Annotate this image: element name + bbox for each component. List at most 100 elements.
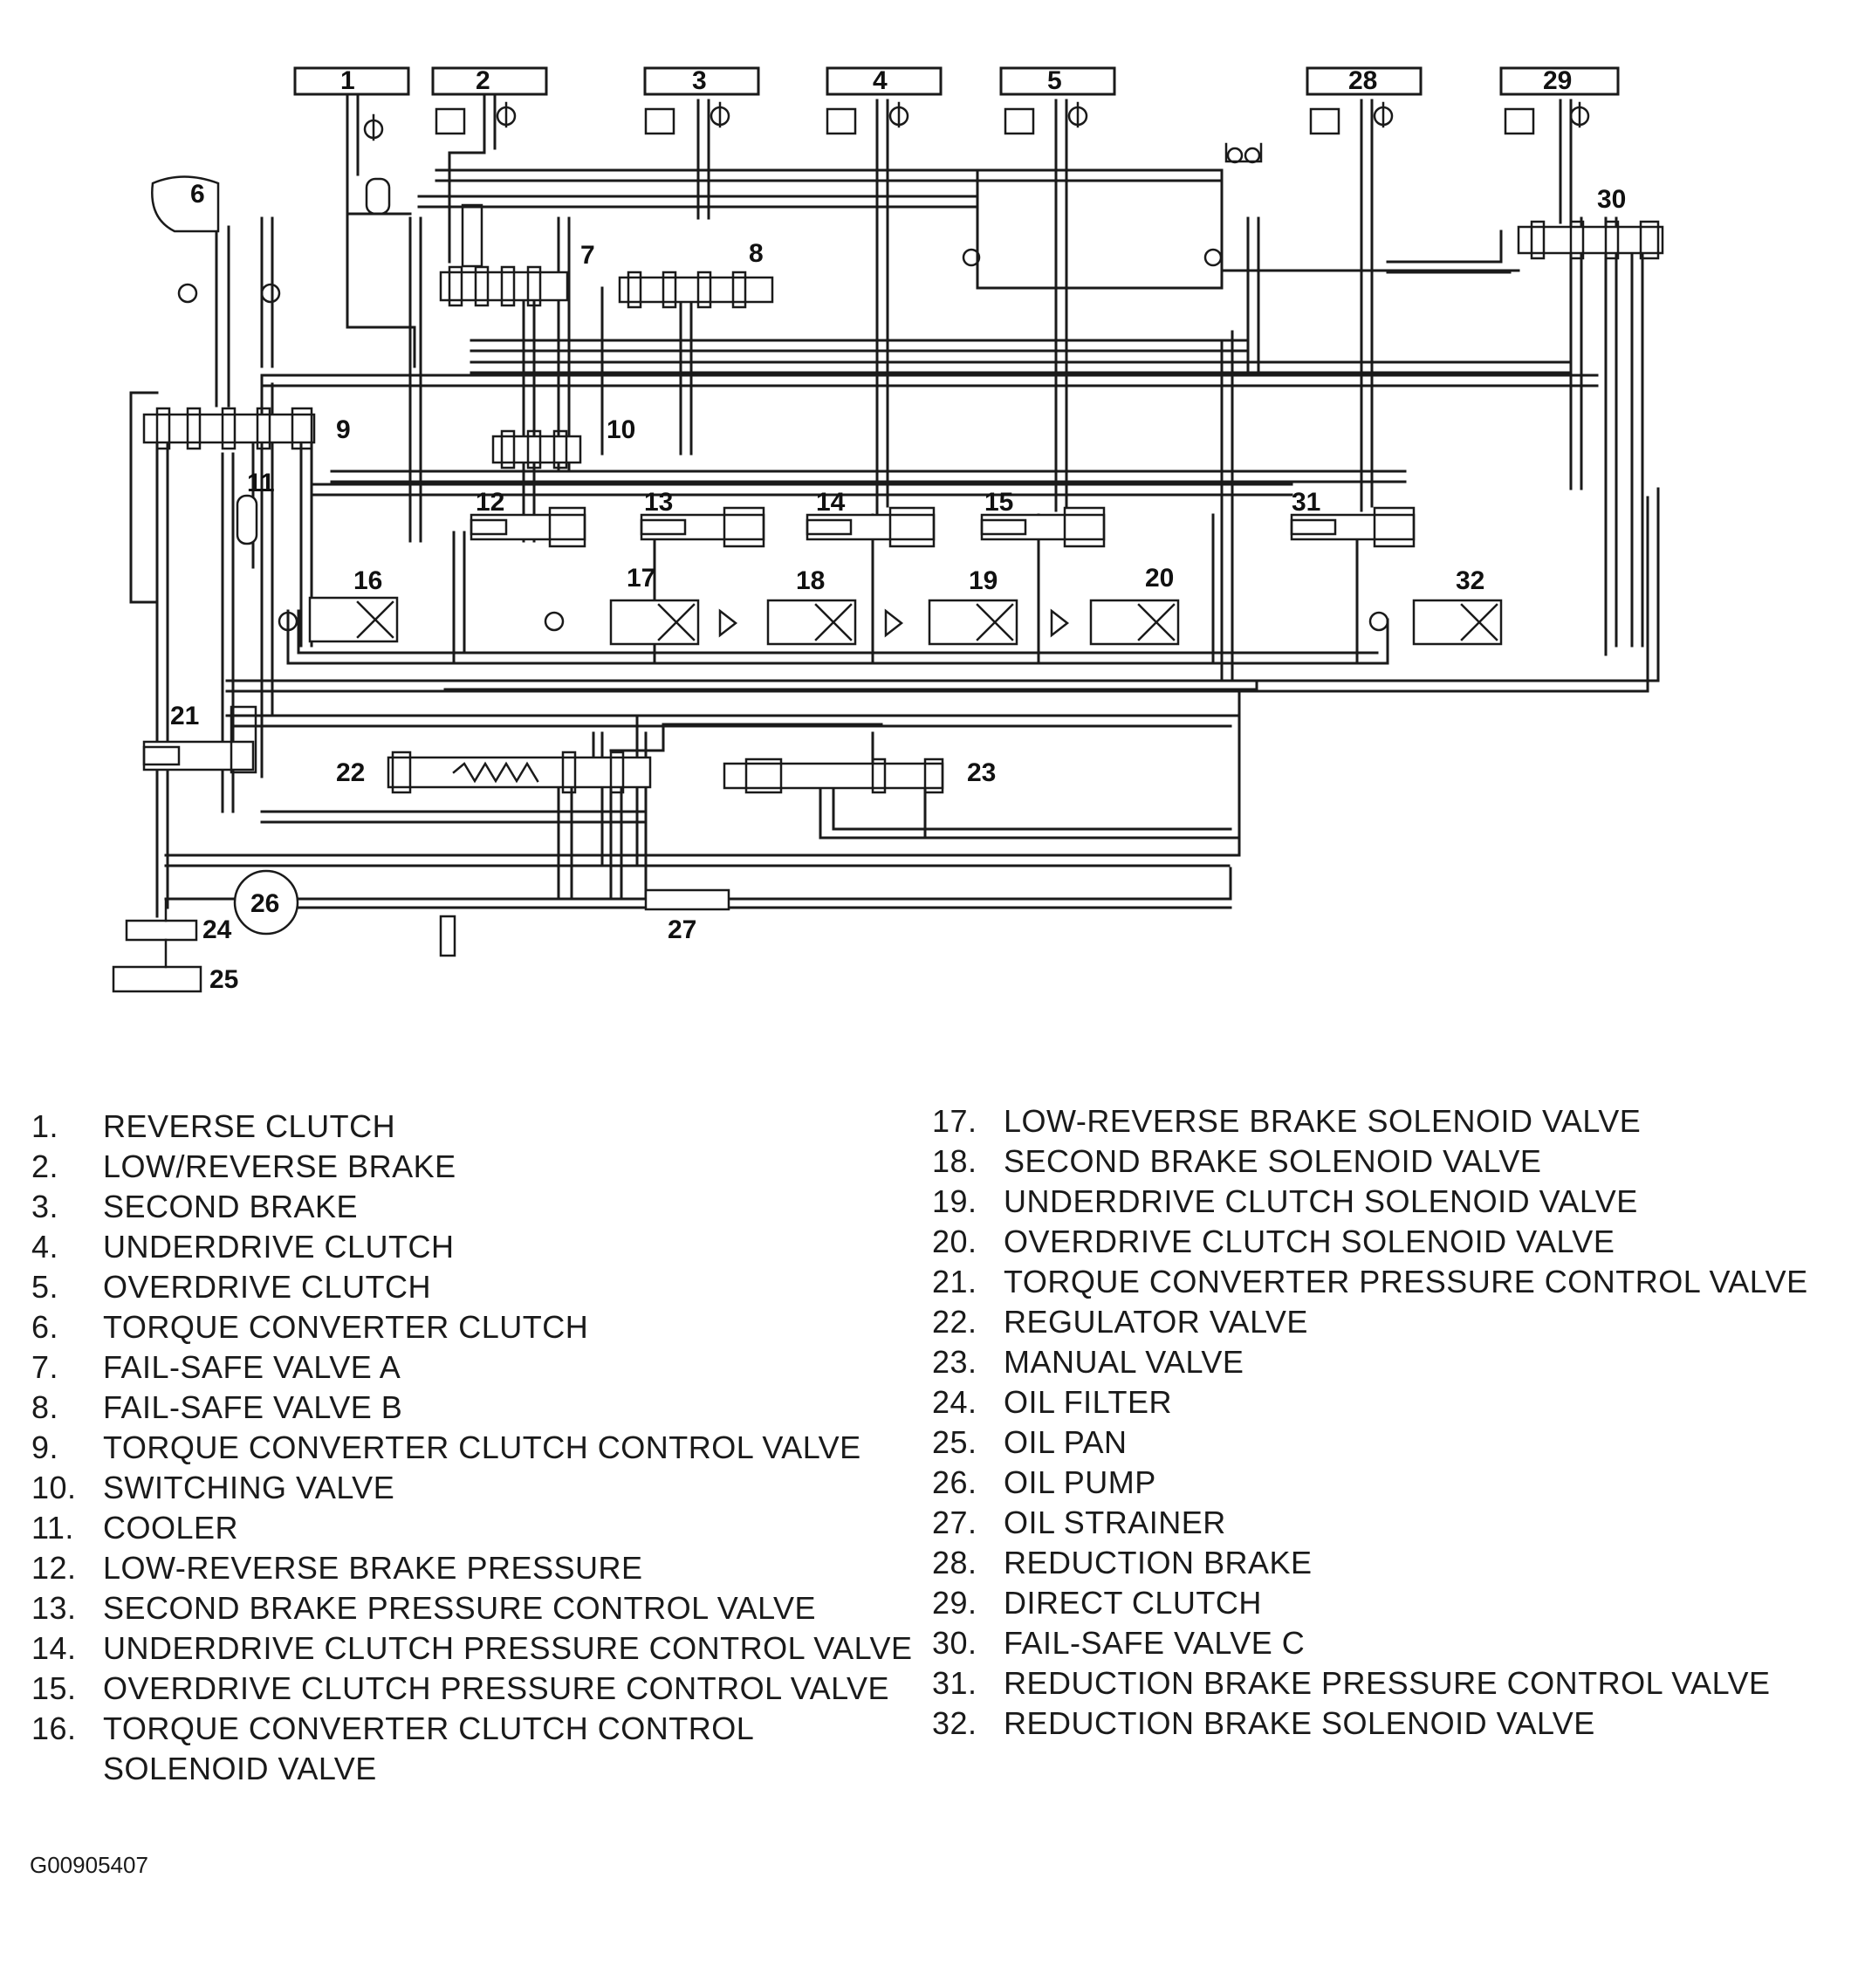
callout-23: 23	[967, 758, 996, 787]
legend-item: 12. LOW-REVERSE BRAKE PRESSURE	[31, 1548, 913, 1588]
legend-item: 30.FAIL-SAFE VALVE C	[932, 1623, 1857, 1663]
callout-11: 11	[247, 469, 275, 497]
pressure-check-points	[177, 101, 1590, 304]
legend-item: 28.REDUCTION BRAKE	[932, 1543, 1857, 1583]
legend-label: SECOND BRAKE SOLENOID VALVE	[1004, 1143, 1542, 1179]
figure-id: G00905407	[30, 1852, 148, 1878]
legend-number: 10.	[31, 1470, 77, 1505]
legend-item: 29.DIRECT CLUTCH	[932, 1583, 1857, 1623]
legend-number: 17.	[932, 1103, 977, 1139]
callout-13: 13	[644, 488, 673, 517]
legend-label: TORQUE CONVERTER CLUTCH	[103, 1309, 589, 1345]
callout-labels: 1 2 3 4 5 28 29 6 7 8 30 9 10 11 12 13 1…	[170, 66, 1626, 994]
legend-label: FAIL-SAFE VALVE C	[1004, 1625, 1306, 1661]
legend-number: 16.	[31, 1710, 77, 1746]
callout-12: 12	[476, 488, 504, 517]
legend-label: REDUCTION BRAKE	[1004, 1545, 1313, 1580]
legend-label: OIL FILTER	[1004, 1384, 1173, 1420]
legend-item: 17. LOW-REVERSE BRAKE SOLENOID VALVE	[932, 1101, 1857, 1141]
callout-17: 17	[627, 564, 655, 593]
legend-label: LOW-REVERSE BRAKE PRESSURE	[103, 1550, 643, 1586]
callout-15: 15	[984, 488, 1013, 517]
legend-item: 15.OVERDRIVE CLUTCH PRESSURE CONTROL VAL…	[31, 1669, 913, 1709]
callout-26: 26	[250, 889, 279, 918]
legend-number: 4.	[31, 1229, 59, 1265]
legend-number: 25.	[932, 1424, 977, 1460]
valve-bodies	[112, 175, 1664, 993]
legend-number: 9.	[31, 1429, 59, 1465]
legend-label: TORQUE CONVERTER CLUTCH CONTROL SOLENOID…	[103, 1710, 753, 1786]
legend-number: 21.	[932, 1264, 977, 1299]
legend-number: 2.	[31, 1148, 59, 1184]
legend-label: OIL PAN	[1004, 1424, 1128, 1460]
legend-item: 22. REGULATOR VALVE	[932, 1302, 1857, 1342]
legend-item: 3. SECOND BRAKE	[31, 1187, 913, 1227]
legend-item: 6. TORQUE CONVERTER CLUTCH	[31, 1307, 913, 1347]
legend-number: 1.	[31, 1108, 59, 1144]
callout-3: 3	[692, 66, 707, 95]
legend-label: OVERDRIVE CLUTCH SOLENOID VALVE	[1004, 1224, 1615, 1259]
legend-number: 11.	[31, 1510, 74, 1546]
legend-label: TORQUE CONVERTER PRESSURE CONTROL VALVE	[1004, 1264, 1808, 1299]
callout-8: 8	[749, 239, 764, 268]
legend-label: REVERSE CLUTCH	[103, 1108, 396, 1144]
legend-item: 16. TORQUE CONVERTER CLUTCH CONTROL SOLEN…	[31, 1709, 913, 1789]
legend-item: 13.SECOND BRAKE PRESSURE CONTROL VALVE	[31, 1588, 913, 1628]
legend-item: 27.OIL STRAINER	[932, 1503, 1857, 1543]
legend-item: 8.FAIL-SAFE VALVE B	[31, 1388, 913, 1428]
hydraulic-circuit-diagram: 1 2 3 4 5 28 29 6 7 8 30 9 10 11 12 13 1…	[112, 66, 1664, 994]
legend-item: 4. UNDERDRIVE CLUTCH	[31, 1227, 913, 1267]
legend-item: 32.REDUCTION BRAKE SOLENOID VALVE	[932, 1704, 1857, 1744]
hydraulic-lines	[129, 86, 1660, 918]
callout-2: 2	[476, 66, 490, 95]
callout-6: 6	[190, 180, 205, 209]
legend-label: TORQUE CONVERTER CLUTCH CONTROL VALVE	[103, 1429, 861, 1465]
legend-number: 22.	[932, 1304, 977, 1340]
legend-label: MANUAL VALVE	[1004, 1344, 1244, 1380]
callout-19: 19	[969, 566, 998, 595]
legend-item: 21. TORQUE CONVERTER PRESSURE CONTROL VAL…	[932, 1262, 1857, 1302]
callout-9: 9	[336, 415, 351, 444]
callout-24: 24	[202, 915, 232, 944]
callout-16: 16	[353, 566, 382, 595]
callout-10: 10	[607, 415, 635, 444]
legend-label: OIL STRAINER	[1004, 1505, 1226, 1540]
callout-7: 7	[580, 241, 595, 270]
legend-label: LOW-REVERSE BRAKE SOLENOID VALVE	[1004, 1103, 1642, 1139]
legend-number: 29.	[932, 1585, 977, 1621]
legend-item: 9. TORQUE CONVERTER CLUTCH CONTROL VALVE	[31, 1428, 913, 1468]
legend-item: 5.OVERDRIVE CLUTCH	[31, 1267, 913, 1307]
callout-32: 32	[1456, 566, 1484, 595]
callout-5: 5	[1047, 66, 1062, 95]
legend-label: UNDERDRIVE CLUTCH	[103, 1229, 455, 1265]
legend-label: REGULATOR VALVE	[1004, 1304, 1308, 1340]
legend-label: LOW/REVERSE BRAKE	[103, 1148, 456, 1184]
legend-item: 23.MANUAL VALVE	[932, 1342, 1857, 1382]
legend-item: 10.SWITCHING VALVE	[31, 1468, 913, 1508]
legend-label: OVERDRIVE CLUTCH PRESSURE CONTROL VALVE	[103, 1670, 890, 1706]
legend-item: 1. REVERSE CLUTCH	[31, 1107, 913, 1147]
legend-number: 7.	[31, 1349, 59, 1385]
callout-21: 21	[170, 702, 199, 730]
legend-item: 24.OIL FILTER	[932, 1382, 1857, 1422]
legend-label: REDUCTION BRAKE PRESSURE CONTROL VALVE	[1004, 1665, 1771, 1701]
legend-number: 6.	[31, 1309, 59, 1345]
legend-label: UNDERDRIVE CLUTCH SOLENOID VALVE	[1004, 1183, 1638, 1219]
legend-item: 18.SECOND BRAKE SOLENOID VALVE	[932, 1141, 1857, 1182]
legend-number: 26.	[932, 1464, 977, 1500]
callout-18: 18	[796, 566, 825, 595]
legend-number: 32.	[932, 1705, 977, 1741]
legend-label: SECOND BRAKE	[103, 1189, 359, 1224]
clutch-header-boxes	[293, 66, 1620, 96]
legend-number: 20.	[932, 1224, 977, 1259]
legend-label: OVERDRIVE CLUTCH	[103, 1269, 432, 1305]
legend-left-column: 1. REVERSE CLUTCH 2. LOW/REVERSE BRAKE 3. S…	[31, 1107, 913, 1789]
legend-label: FAIL-SAFE VALVE A	[103, 1349, 401, 1385]
legend-item: 2. LOW/REVERSE BRAKE	[31, 1147, 913, 1187]
legend-number: 12.	[31, 1550, 77, 1586]
legend-item: 26.OIL PUMP	[932, 1463, 1857, 1503]
callout-27: 27	[668, 915, 696, 944]
legend-number: 3.	[31, 1189, 59, 1224]
legend-item: 14.UNDERDRIVE CLUTCH PRESSURE CONTROL VA…	[31, 1628, 913, 1669]
legend-label: UNDERDRIVE CLUTCH PRESSURE CONTROL VALVE	[103, 1630, 913, 1666]
